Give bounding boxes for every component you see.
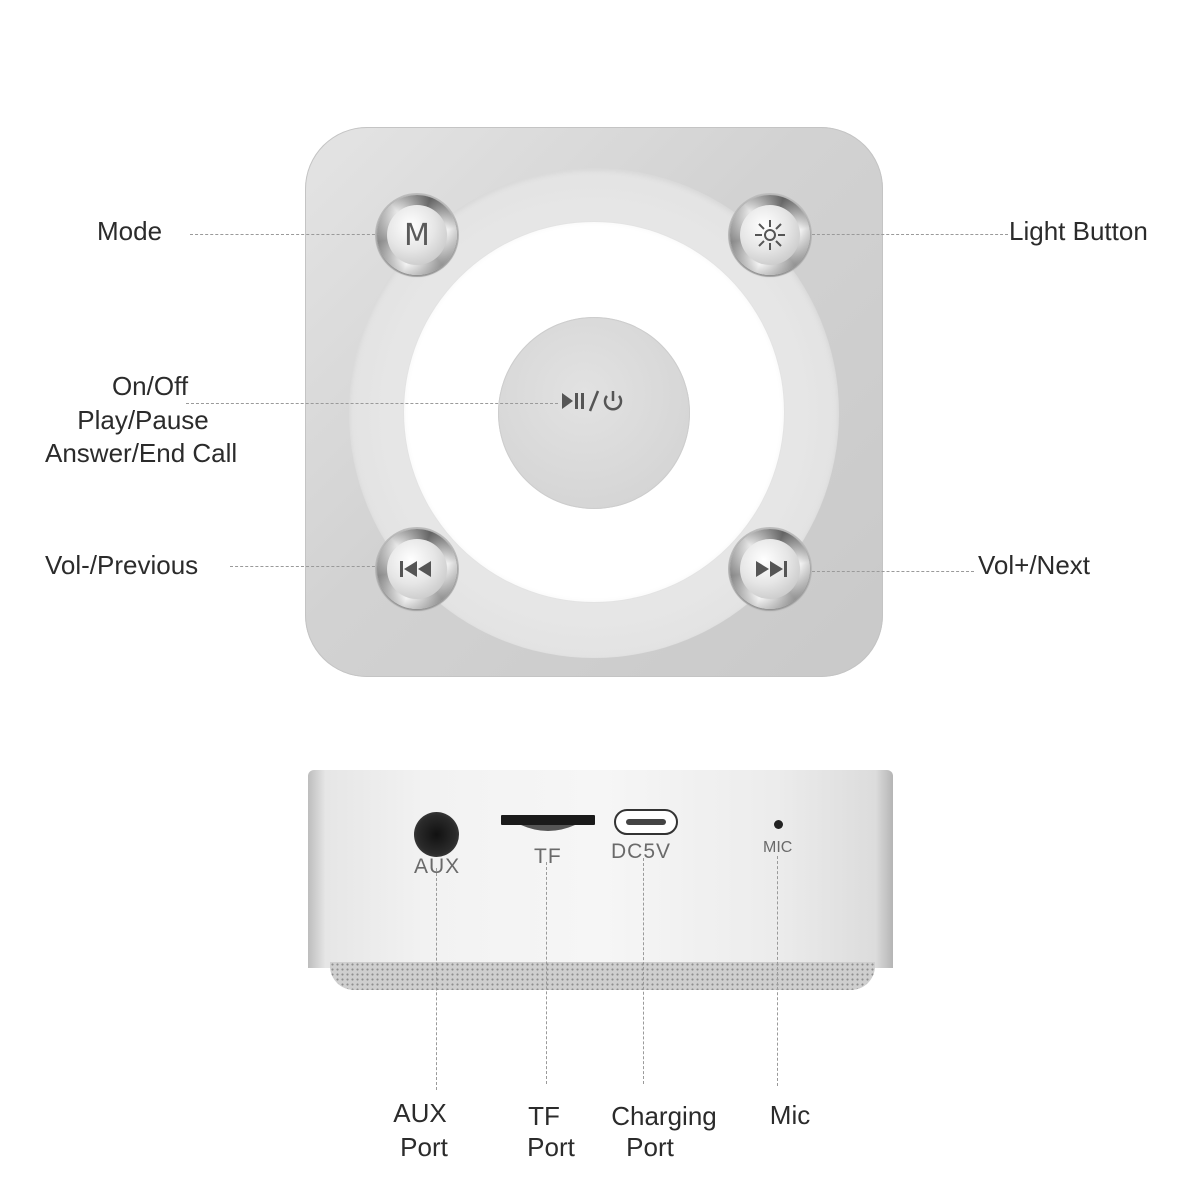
aux-leader-line bbox=[436, 868, 437, 1090]
power-label-line1: On/Off bbox=[111, 371, 189, 401]
charging-leader-line bbox=[643, 858, 644, 1084]
next-button[interactable] bbox=[730, 529, 810, 609]
mic-hole bbox=[774, 820, 783, 829]
previous-button[interactable] bbox=[377, 529, 457, 609]
aux-port-label-line1: AUX bbox=[393, 1098, 447, 1128]
mic-port-label: Mic bbox=[769, 1100, 811, 1130]
micro-usb-port[interactable] bbox=[614, 809, 678, 835]
mode-button[interactable]: M bbox=[377, 195, 457, 275]
speaker-grille bbox=[330, 962, 875, 990]
tf-marking: TF bbox=[534, 845, 562, 868]
tf-card-slot[interactable] bbox=[501, 815, 595, 833]
mode-knob-letter: M bbox=[404, 217, 430, 253]
vol-next-label: Vol+/Next bbox=[978, 550, 1091, 580]
sun-icon bbox=[755, 220, 785, 250]
aux-port-label-line2: Port bbox=[400, 1132, 448, 1162]
tf-port-label-line2: Port bbox=[527, 1132, 575, 1162]
speaker-side-panel bbox=[308, 770, 893, 968]
mic-marking: MIC bbox=[763, 839, 793, 856]
aux-jack[interactable] bbox=[414, 812, 459, 857]
aux-marking: AUX bbox=[414, 855, 461, 878]
tf-port-label-line1: TF bbox=[528, 1101, 560, 1131]
power-leader-line bbox=[186, 403, 558, 404]
light-button[interactable] bbox=[730, 195, 810, 275]
charging-port-label-line1: Charging bbox=[611, 1101, 717, 1131]
light-button-label: Light Button bbox=[1009, 216, 1148, 246]
play-pause-power-button[interactable] bbox=[498, 317, 690, 509]
mic-leader-line bbox=[777, 856, 778, 1086]
dc5v-marking: DC5V bbox=[611, 840, 672, 863]
vol-next-leader-line bbox=[812, 571, 974, 572]
skip-back-icon bbox=[400, 561, 431, 577]
play-pause-power-icon bbox=[562, 390, 623, 412]
power-label-line3: Answer/End Call bbox=[45, 438, 238, 468]
mode-label: Mode bbox=[97, 216, 163, 246]
light-leader-line bbox=[812, 234, 1008, 235]
vol-prev-label: Vol-/Previous bbox=[45, 550, 199, 580]
vol-prev-leader-line bbox=[230, 566, 380, 567]
power-label-line2: Play/Pause bbox=[77, 405, 209, 435]
charging-port-label-line2: Port bbox=[626, 1132, 674, 1162]
skip-forward-icon bbox=[756, 561, 787, 577]
mode-leader-line bbox=[190, 234, 380, 235]
tf-leader-line bbox=[546, 862, 547, 1084]
